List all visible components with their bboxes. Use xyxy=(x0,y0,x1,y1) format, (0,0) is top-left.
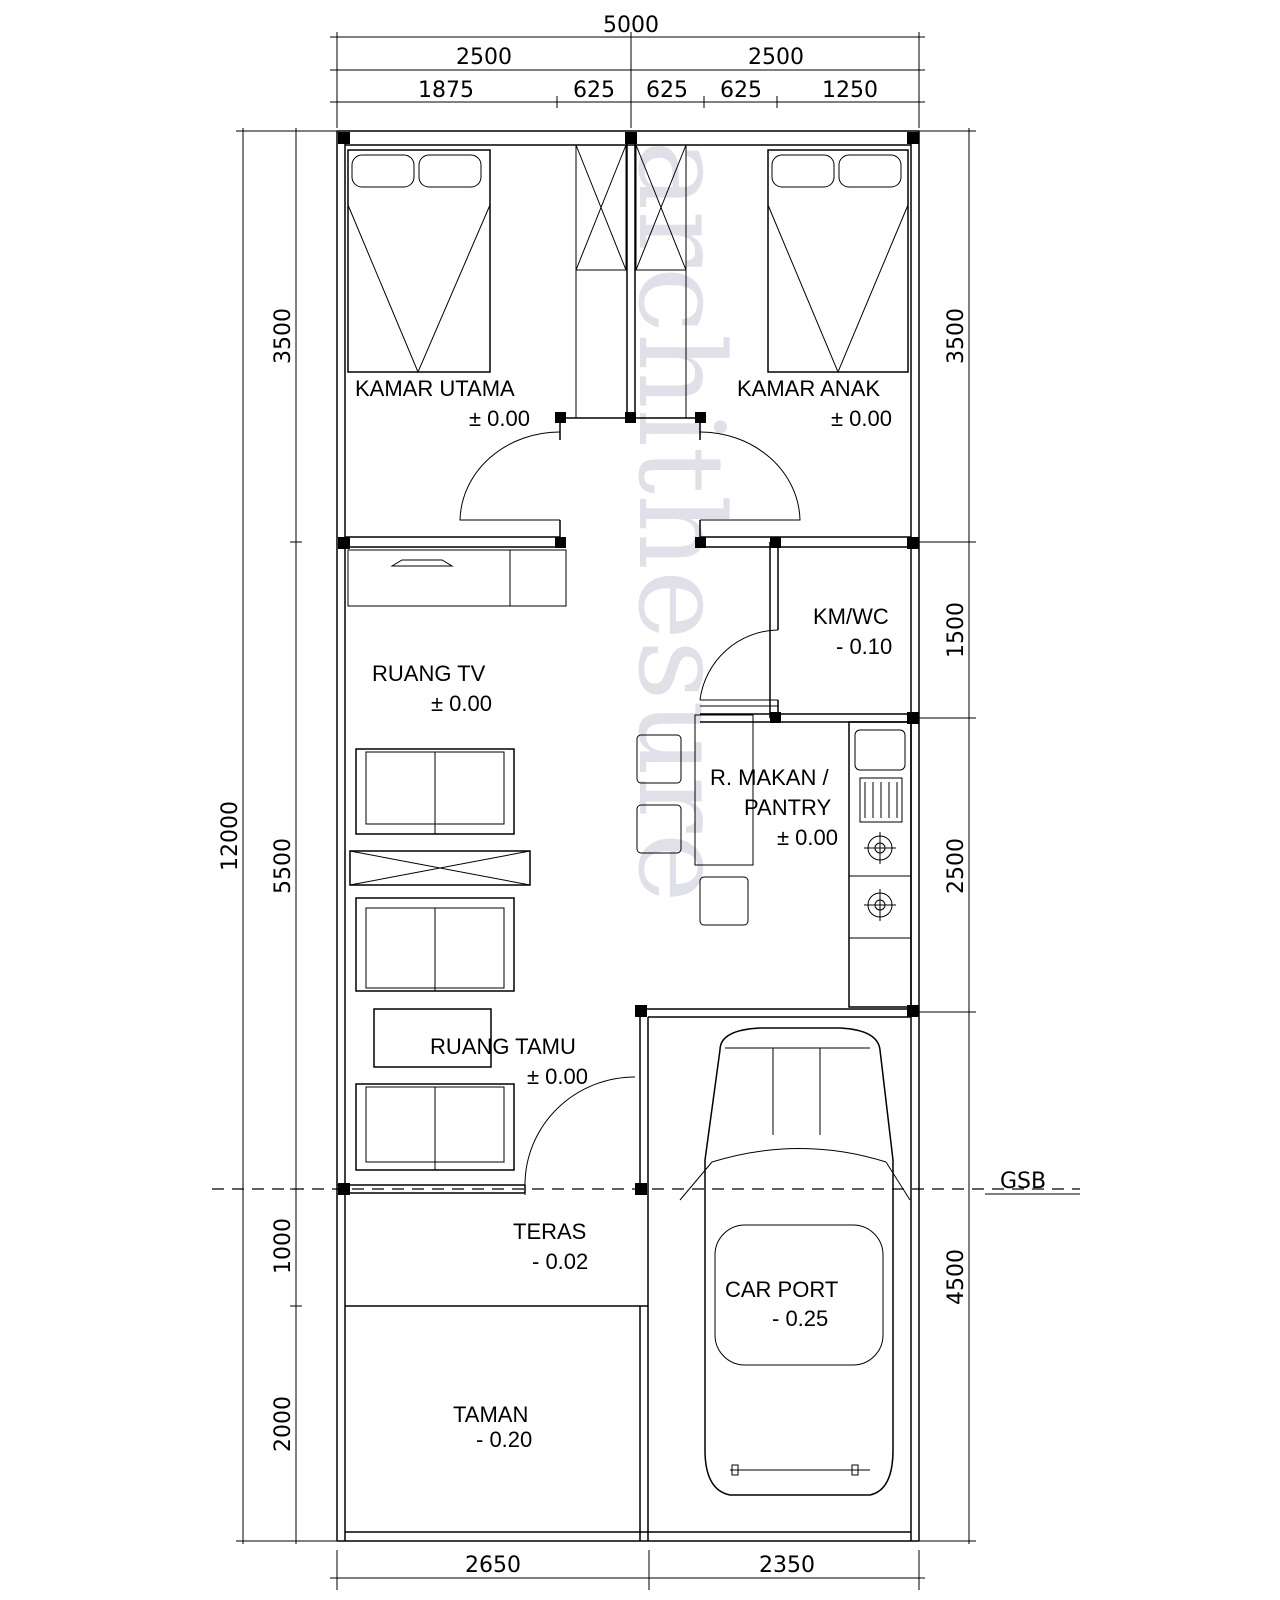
dim-top-half-right: 2500 xyxy=(748,45,804,70)
right-dimensions: 3500 1500 2500 4500 xyxy=(916,128,976,1544)
room-name-kamar-anak: KAMAR ANAK xyxy=(737,376,880,401)
main-door xyxy=(524,1076,636,1195)
room-name-car-port: CAR PORT xyxy=(725,1277,838,1302)
kitchen-counter xyxy=(848,721,912,1008)
sofa-tv xyxy=(355,748,515,835)
wardrobe xyxy=(575,144,687,418)
room-name-teras: TERAS xyxy=(513,1219,586,1244)
bed-child xyxy=(767,149,909,374)
dim-left-seg-4: 2000 xyxy=(271,1396,296,1452)
dim-top-half-left: 2500 xyxy=(456,45,512,70)
dim-right-seg-1: 3500 xyxy=(944,308,969,364)
coffee-table-tv xyxy=(349,850,531,886)
dim-left-total: 12000 xyxy=(218,801,243,871)
dim-top-seg-3: 625 xyxy=(646,78,688,103)
dim-left-seg-1: 3500 xyxy=(271,308,296,364)
dim-top-seg-1: 1875 xyxy=(418,78,474,103)
top-dimensions: 5000 2500 2500 1875 625 625 625 1250 xyxy=(330,13,925,128)
dim-right-seg-3: 2500 xyxy=(944,838,969,894)
sofa-middle xyxy=(355,897,515,992)
room-level-ruang-tv: ± 0.00 xyxy=(431,691,492,716)
room-level-teras: - 0.02 xyxy=(532,1249,588,1274)
room-level-taman: - 0.20 xyxy=(476,1427,532,1452)
bedroom-doors xyxy=(459,431,801,521)
left-dimensions: 12000 3500 5500 1000 2000 xyxy=(218,128,340,1544)
dim-top-total: 5000 xyxy=(603,13,659,38)
dim-top-seg-4: 625 xyxy=(720,78,762,103)
dim-bottom-seg-2: 2350 xyxy=(759,1553,815,1578)
bed-master xyxy=(347,149,491,374)
room-name-ruang-tamu: RUANG TAMU xyxy=(430,1034,576,1059)
wc-door xyxy=(699,629,779,707)
coffee-table-guest xyxy=(373,1008,492,1068)
dim-right-seg-2: 1500 xyxy=(944,602,969,658)
dim-top-seg-2: 625 xyxy=(573,78,615,103)
dim-left-seg-3: 1000 xyxy=(271,1218,296,1274)
dim-left-seg-2: 5500 xyxy=(271,838,296,894)
room-name-r-makan: R. MAKAN / xyxy=(710,765,829,790)
room-level-kmwc: - 0.10 xyxy=(836,634,892,659)
stove-burners xyxy=(849,832,911,939)
room-name-kamar-utama: KAMAR UTAMA xyxy=(355,376,515,401)
room-level-ruang-tamu: ± 0.00 xyxy=(527,1064,588,1089)
room-level-kamar-utama: ± 0.00 xyxy=(469,406,530,431)
gsb-line: GSB xyxy=(212,1169,1080,1195)
bottom-dimensions: 2650 2350 xyxy=(330,1550,925,1590)
room-name-taman: TAMAN xyxy=(453,1402,528,1427)
columns xyxy=(338,132,919,1195)
gsb-label: GSB xyxy=(1000,1169,1046,1194)
room-level-kamar-anak: ± 0.00 xyxy=(831,406,892,431)
room-name-kmwc: KM/WC xyxy=(813,604,889,629)
room-name-ruang-tv: RUANG TV xyxy=(372,661,486,686)
dim-bottom-seg-1: 2650 xyxy=(465,1553,521,1578)
dim-right-seg-4: 4500 xyxy=(944,1249,969,1305)
room-name2-pantry: PANTRY xyxy=(744,795,832,820)
room-labels: KAMAR UTAMA ± 0.00 KAMAR ANAK ± 0.00 KM/… xyxy=(355,376,892,1452)
tv-cabinet xyxy=(347,549,567,607)
car-icon xyxy=(679,1027,911,1496)
room-level-car-port: - 0.25 xyxy=(772,1306,828,1331)
sofa-guest xyxy=(355,1083,515,1171)
dining-set xyxy=(636,714,754,926)
dim-top-seg-5: 1250 xyxy=(822,78,878,103)
room-level-r-makan: ± 0.00 xyxy=(777,825,838,850)
sink-drain xyxy=(859,777,903,823)
